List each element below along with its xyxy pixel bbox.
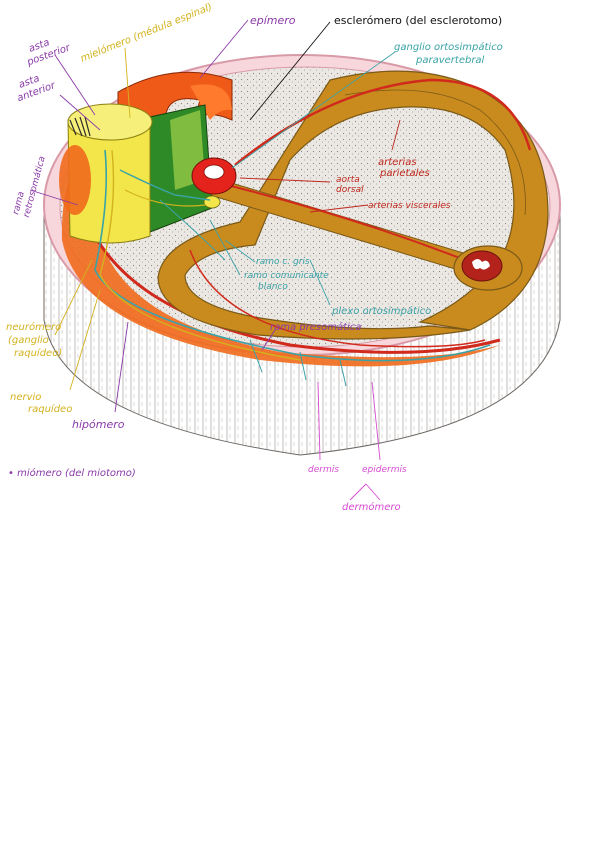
label-epidermis: epidermis [362,465,407,475]
label-hipomero: hipómero [72,418,125,431]
spinal-ganglion [59,145,91,215]
label-plexo: plexo ortosimpático [331,305,431,317]
label-asta-anterior: asta anterior [12,69,58,104]
sympathetic-ganglion [203,195,221,209]
epimere-side [190,84,232,120]
label-dermomero: dermómero [342,501,401,513]
label-dermis: dermis [308,465,339,475]
label-arterias-parietales: arterias parietales [378,157,430,179]
label-epimero: epímero [250,14,296,27]
body-wall-red-stripe [78,199,501,354]
label-arterias-viscerales: arterias viscerales [368,201,451,211]
label-rama-presomatica: rama presomática [270,321,361,333]
label-escleromero: esclerómero (del esclerotomo) [334,14,502,27]
aorta [191,157,237,195]
label-neuromero: neurómero (ganglio raquídeo) [6,321,64,359]
label-ganglio-ortosimpatico: ganglio ortosimpático paravertebral [394,41,506,66]
label-ramo-gris: ramo c. gris [256,257,310,267]
visceral-artery [214,181,471,263]
nerve-fibers [94,149,491,387]
label-nervio-raquideo: nervio raquídeo [10,392,72,415]
gut-inner-line [344,89,526,216]
leader-lines [29,19,401,501]
label-mielomero: mielómero (médula espinal) [79,1,214,65]
spinal-cord-top [67,103,153,141]
dorsal-root-hairs [69,116,91,137]
label-rama-retrosomatica: rama retrosomática [11,152,48,218]
label-ramo-blanco: ramo comunicante blanco [244,271,332,292]
parietal-artery-lower [189,249,486,348]
label-asta-posterior: asta posterior [21,31,73,69]
label-aorta-dorsal: aorta dorsal [336,175,364,195]
gut-tube [453,245,523,291]
gut-wall [157,70,549,340]
label-miomero: • miómero (del miotomo) [8,467,136,479]
